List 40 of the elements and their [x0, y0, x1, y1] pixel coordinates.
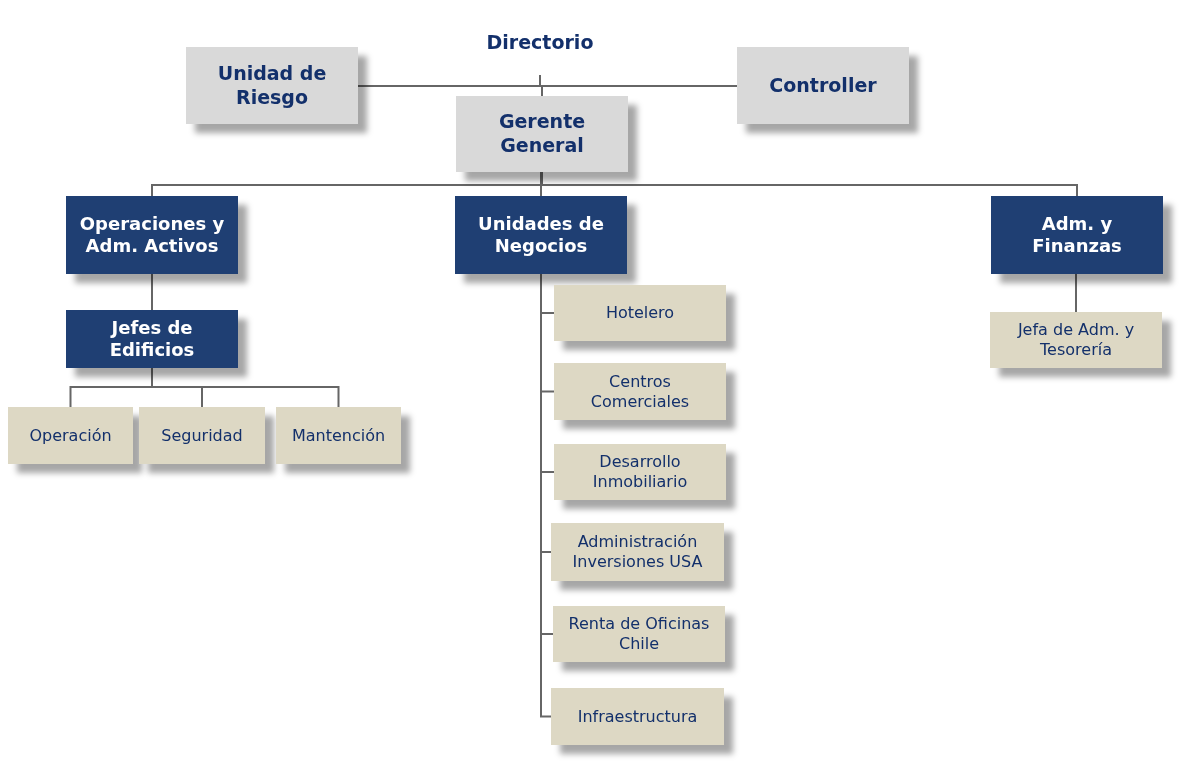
department-box — [66, 196, 238, 274]
department-box — [66, 310, 238, 368]
unit-box — [554, 444, 726, 500]
unit-box — [553, 606, 725, 662]
executive-box — [186, 47, 358, 124]
node-label: Jefa de Adm. y Tesorería — [1016, 320, 1136, 360]
node-label: Renta de Oficinas Chile — [567, 614, 711, 654]
unit-box — [8, 407, 133, 464]
node-label: Infraestructura — [577, 706, 698, 727]
unit-box — [554, 285, 726, 341]
node-label: Mantención — [291, 425, 386, 446]
department-box — [455, 196, 627, 274]
node-label: Adm. y Finanzas — [1031, 212, 1123, 258]
node-label: Gerente General — [497, 110, 587, 158]
unit-box — [551, 688, 724, 745]
node-label: Hotelero — [605, 303, 675, 323]
unit-box — [554, 363, 726, 420]
node-label: Centros Comerciales — [589, 371, 691, 412]
node-label: Desarrollo Inmobiliario — [591, 452, 689, 492]
connector-line — [539, 74, 543, 97]
connector-line — [151, 273, 153, 311]
node-label: Operación — [29, 425, 112, 446]
department-box — [991, 196, 1163, 274]
unit-box — [276, 407, 401, 464]
unit-box — [990, 312, 1162, 368]
node-label: Directorio — [486, 30, 594, 55]
node-label: Operaciones y Adm. Activos — [78, 212, 226, 258]
unit-box — [551, 523, 724, 581]
node-label: Unidad de Riesgo — [216, 61, 328, 110]
node-label: Jefes de Edificios — [108, 316, 196, 362]
executive-box — [456, 96, 628, 172]
node-label: Seguridad — [161, 425, 243, 446]
unit-box — [139, 407, 265, 464]
connector-line — [540, 171, 542, 197]
connector-line — [151, 367, 340, 408]
connector-line — [1075, 273, 1077, 313]
node-label: Administración Inversiones USA — [571, 532, 704, 572]
node-label: Controller — [769, 73, 877, 98]
executive-box — [737, 47, 909, 124]
node-label: Unidades de Negocios — [477, 212, 605, 258]
